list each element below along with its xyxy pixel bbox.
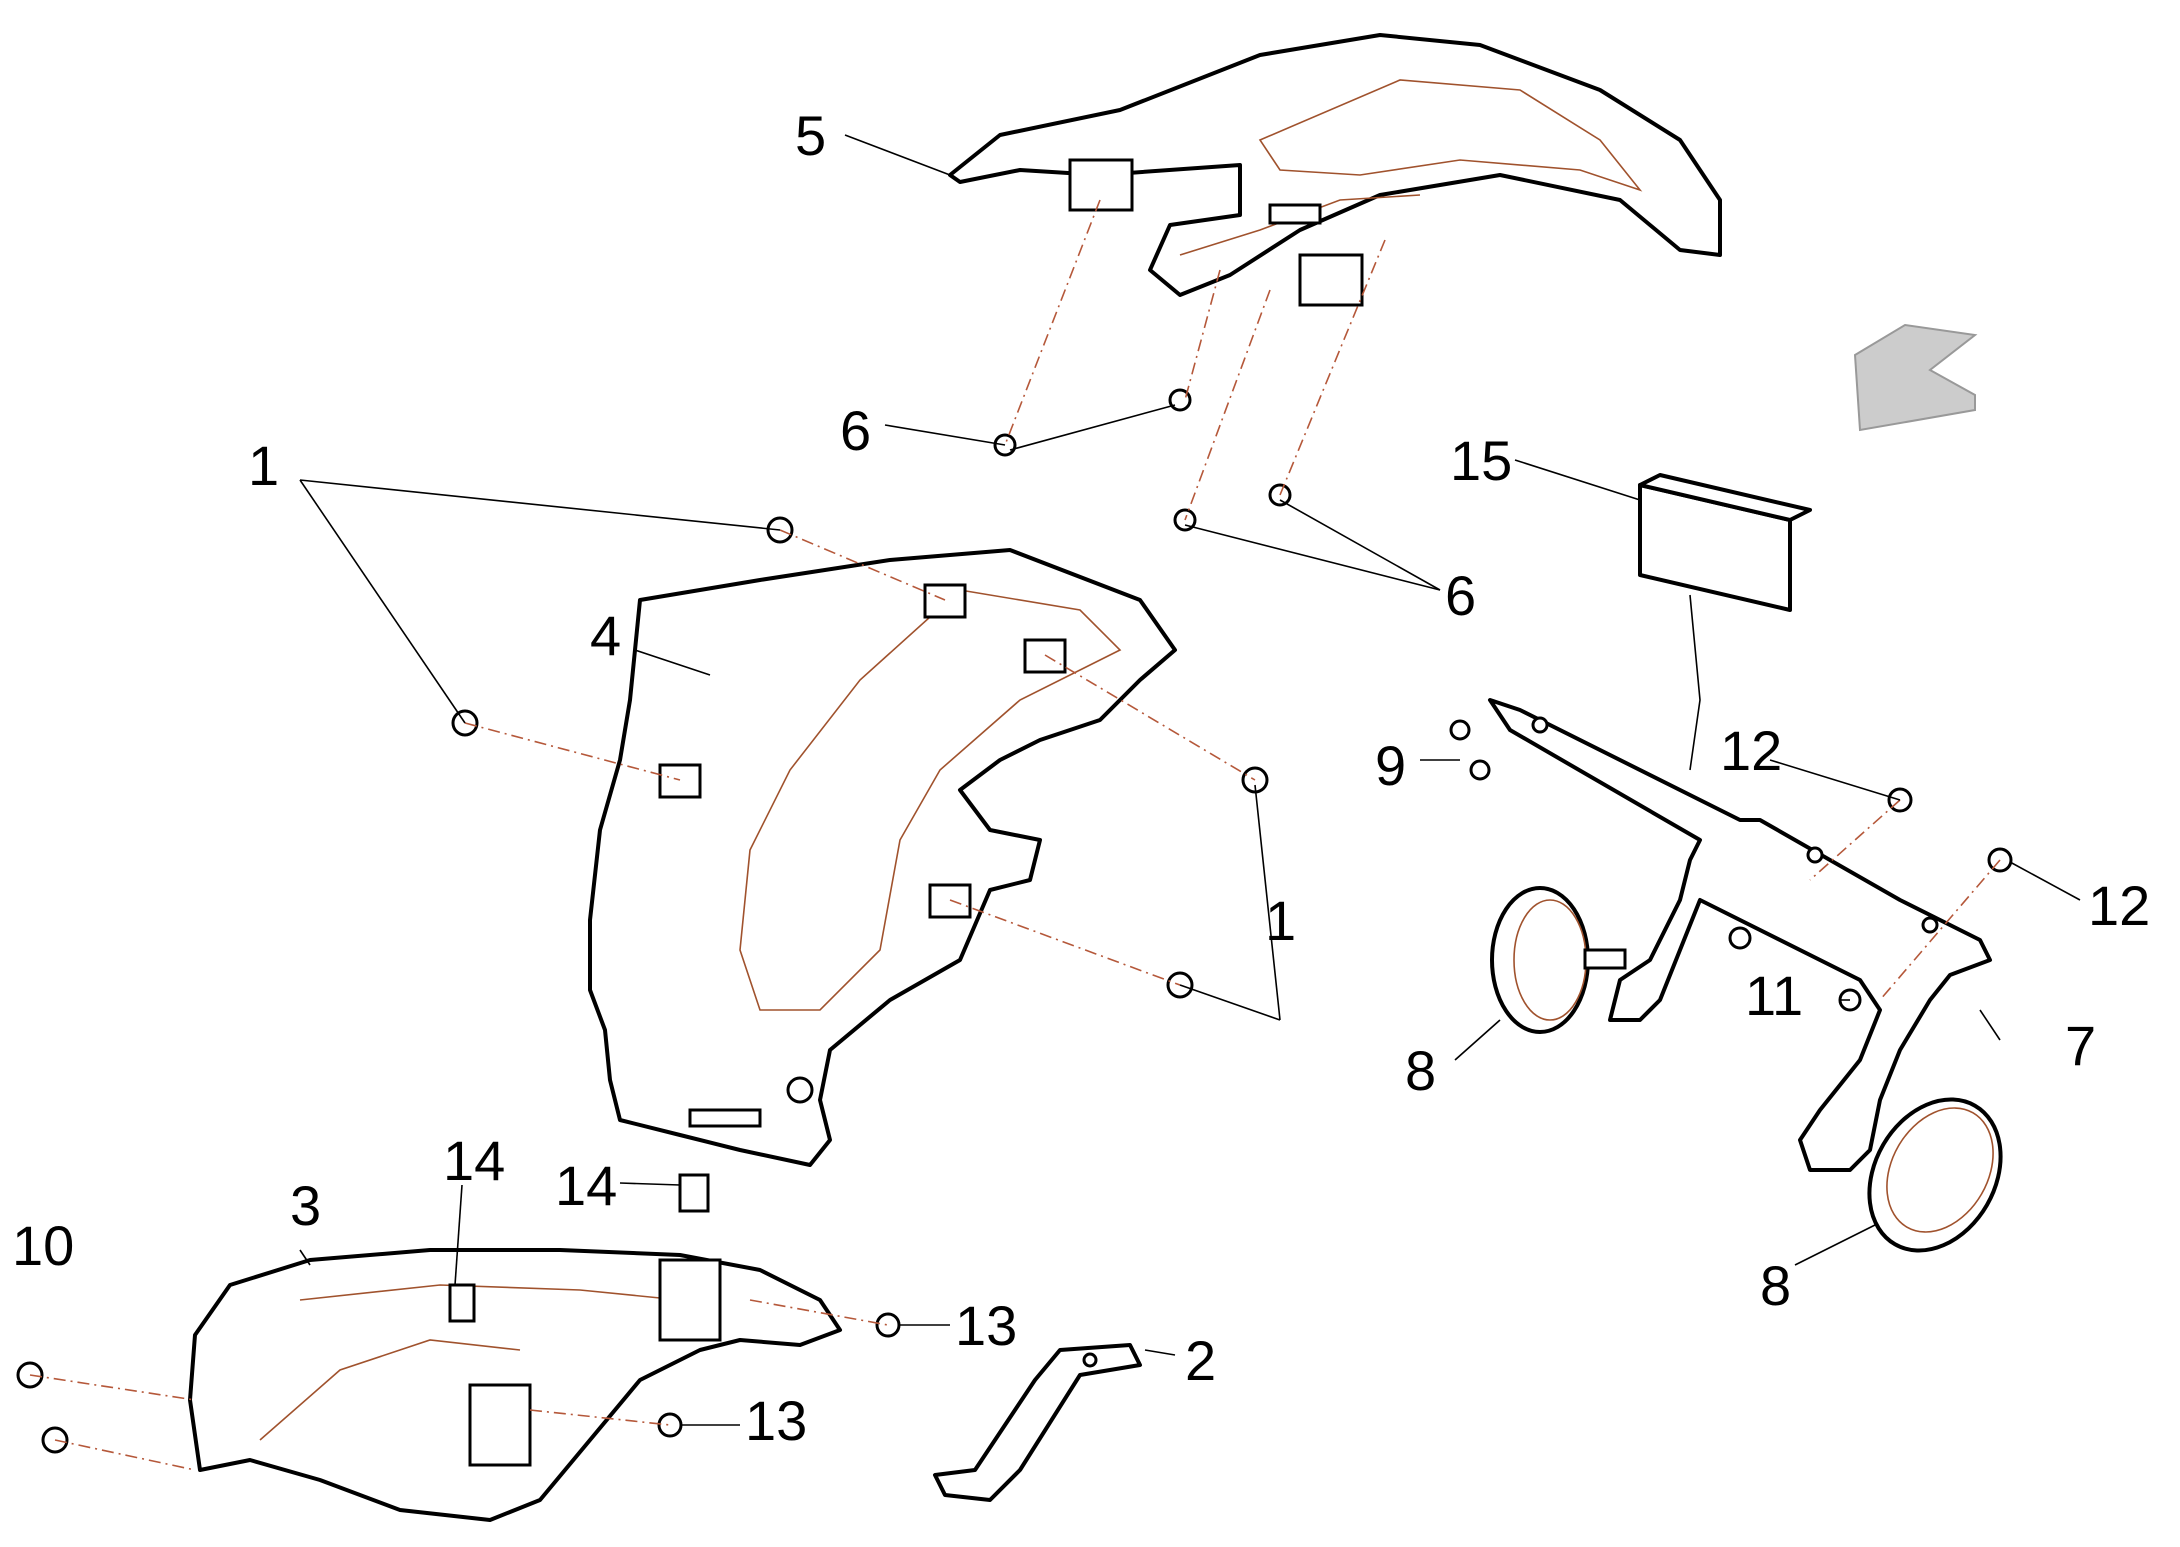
part-7-hole: [1806, 846, 1824, 864]
part-5-tail-cover: [948, 33, 1722, 307]
part-4-slot: [688, 1108, 762, 1128]
part-2-hole: [1082, 1352, 1098, 1368]
part-14-on-mudguard: [448, 1283, 476, 1323]
part-8-stud: [1583, 948, 1627, 970]
callout-8: 8: [1760, 1254, 1791, 1317]
callout-1: 1: [1265, 889, 1296, 952]
part-14-clip: [678, 1173, 710, 1213]
part-7-plate-bracket: [1488, 698, 1992, 1172]
callout-9: 9: [1375, 734, 1406, 797]
part-4-hole: [786, 1076, 814, 1104]
callout-8: 8: [1405, 1039, 1436, 1102]
part-4-clip: [928, 883, 972, 919]
callout-5: 5: [795, 104, 826, 167]
callout-labels: 1 1 2 3 4 5 6 6 7 8 8 9 10 11 12 12 13 1…: [12, 104, 2150, 1452]
callout-10: 10: [12, 1214, 74, 1277]
callout-13: 13: [955, 1294, 1017, 1357]
callout-13: 13: [745, 1389, 807, 1452]
part-3-mount-tab: [658, 1258, 722, 1342]
callout-11: 11: [1745, 964, 1803, 1027]
callout-7: 7: [2065, 1014, 2096, 1077]
callout-14: 14: [443, 1129, 505, 1192]
callout-4: 4: [590, 604, 621, 667]
direction-arrow-icon: [1853, 323, 1978, 432]
part-13-bolt: [875, 1312, 901, 1338]
part-8-reflector-left: [1490, 886, 1627, 1034]
callout-12: 12: [2088, 874, 2150, 937]
part-2-bracket: [933, 1343, 1142, 1502]
part-4-clip: [923, 583, 967, 619]
callout-12: 12: [1720, 719, 1782, 782]
callout-1: 1: [248, 434, 279, 497]
callout-6: 6: [1445, 564, 1476, 627]
callout-2: 2: [1185, 1329, 1216, 1392]
callout-15: 15: [1450, 429, 1512, 492]
part-7-hole: [1531, 716, 1549, 734]
part-4-inner-panel: [588, 548, 1177, 1167]
part-15-lamp: [1638, 473, 1812, 771]
part-11-nut: [1728, 926, 1752, 950]
part-4-clip: [658, 763, 702, 799]
assembly-lines: [29, 199, 2001, 1471]
part-9-screw: [1469, 759, 1491, 781]
part-4-clip: [1023, 638, 1067, 674]
part-5-slot: [1268, 203, 1322, 225]
part-13-bolt: [657, 1412, 683, 1438]
part-9-screw: [1449, 719, 1471, 741]
leader-lines: [299, 134, 2081, 1426]
callout-14: 14: [555, 1154, 617, 1217]
fasteners: [16, 388, 2013, 1454]
part-3-rear-mudguard: [188, 1248, 842, 1522]
part-7-hole: [1921, 916, 1939, 934]
callout-6: 6: [840, 399, 871, 462]
part-3-mount-tab: [468, 1383, 532, 1467]
part-5-mount-tab-left: [1068, 158, 1134, 212]
part-8-reflector-right: [1867, 1097, 2003, 1253]
part-5-mount-tab-right: [1298, 253, 1364, 307]
callout-3: 3: [290, 1174, 321, 1237]
